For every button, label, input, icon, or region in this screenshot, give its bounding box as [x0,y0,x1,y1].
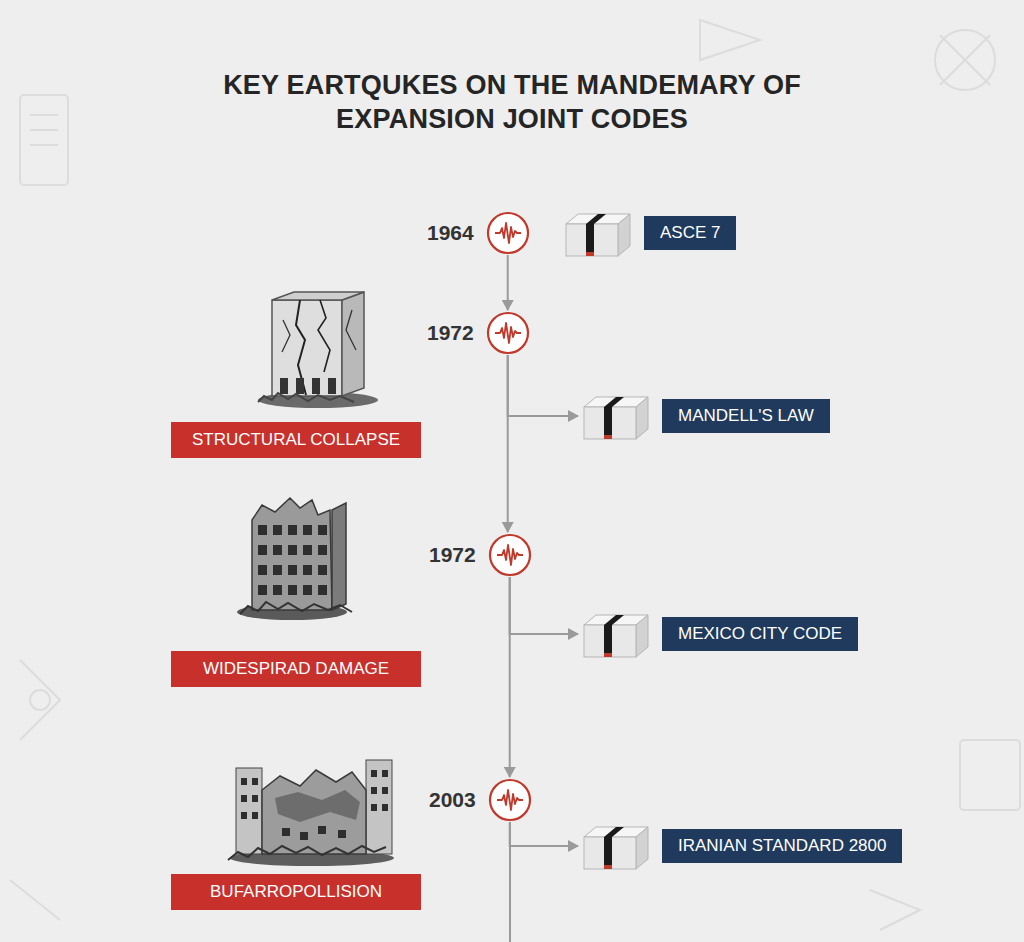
expansion-joint-icon [580,607,652,661]
timeline-connector [510,822,578,846]
timeline-connector [507,355,509,532]
year-label: 1964 [427,221,474,245]
code-node: MEXICO CITY CODE [580,607,858,661]
code-node: IRANIAN STANDARD 2800 [580,819,902,873]
year-marker: 1964 [427,211,530,255]
expansion-joint-icon [580,389,652,443]
year-label: 1972 [427,321,474,345]
year-marker: 2003 [429,778,532,822]
seismic-icon [486,311,530,355]
impact-box: STRUCTURAL COLLAPSE [171,422,421,458]
code-label: ASCE 7 [644,216,736,250]
seismic-icon [486,211,530,255]
code-label: MEXICO CITY CODE [662,617,858,651]
impact-box: WIDESPIRAD DAMAGE [171,651,421,687]
impact-box: BUFARROPOLLISION [171,874,421,910]
code-label: IRANIAN STANDARD 2800 [662,829,902,863]
year-marker: 1972 [429,533,532,577]
timeline-connector [509,577,511,777]
seismic-icon [488,778,532,822]
year-label: 2003 [429,788,476,812]
impact-label: WIDESPIRAD DAMAGE [187,659,405,679]
cracked-building [258,292,378,408]
timeline-connector [508,355,578,416]
background-icons [10,20,1020,930]
timeline-connector [507,255,509,310]
year-label: 1972 [429,543,476,567]
year-marker: 1972 [427,311,530,355]
expansion-joint-icon [562,206,634,260]
impact-label: BUFARROPOLLISION [187,882,405,902]
collapsed-city [228,760,394,866]
diagram-title: KEY EARTQUKES ON THE MANDEMARY OF EXPANS… [152,68,872,136]
title-block: KEY EARTQUKES ON THE MANDEMARY OF EXPANS… [0,68,1024,136]
seismic-icon [488,533,532,577]
expansion-joint-icon [580,819,652,873]
code-node: MANDELL'S LAW [580,389,830,443]
timeline-connector [510,577,578,634]
code-label: MANDELL'S LAW [662,399,830,433]
code-node: ASCE 7 [562,206,736,260]
damaged-building [237,498,352,620]
impact-label: STRUCTURAL COLLAPSE [187,430,405,450]
